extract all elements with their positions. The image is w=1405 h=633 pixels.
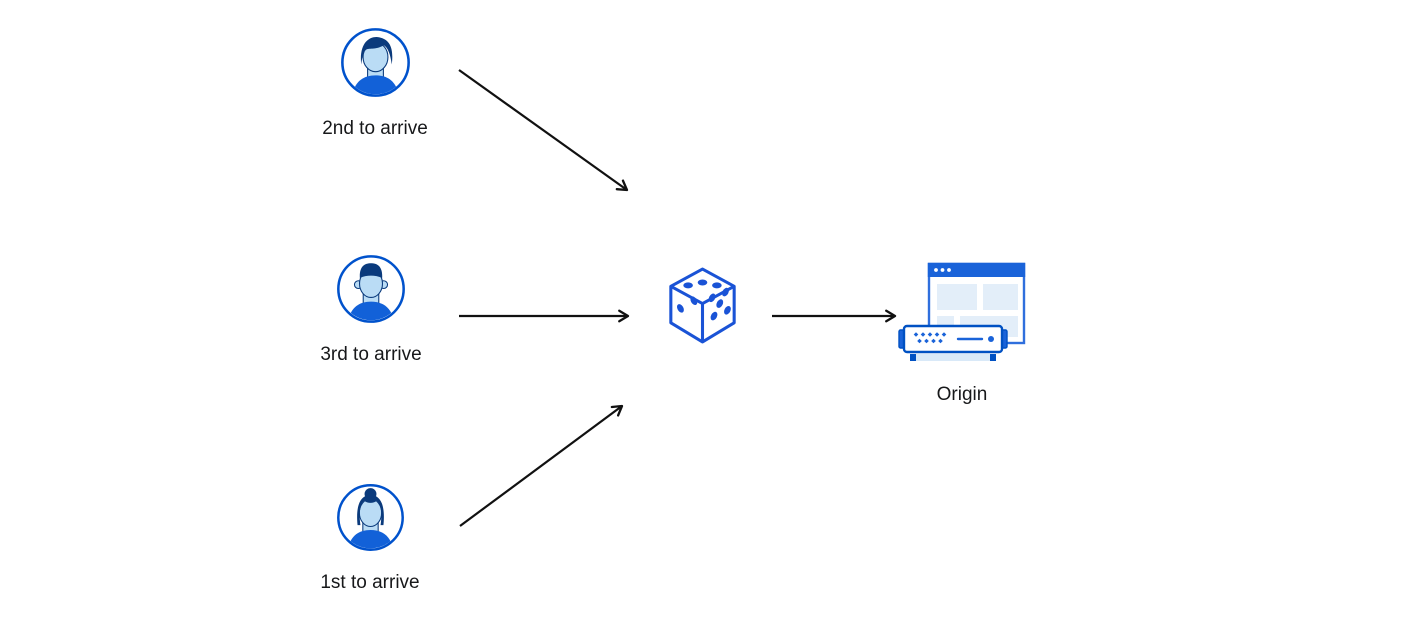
dice-icon (669, 267, 736, 344)
node-label: 3rd to arrive (320, 344, 422, 365)
user-avatar-man-icon (340, 28, 410, 97)
arrow-visitor-1st-to-dice (459, 404, 624, 527)
node-label: 1st to arrive (320, 572, 420, 593)
node-visitor-3rd: 3rd to arrive (296, 254, 446, 366)
arrow-visitor-2nd-to-dice (458, 69, 629, 192)
node-label: Origin (936, 384, 988, 405)
user-avatar-man-icon (337, 255, 405, 323)
user-avatar-woman-icon (336, 484, 404, 551)
origin-server-icon (898, 262, 1026, 361)
node-origin: Origin (896, 262, 1028, 406)
node-visitor-2nd: 2nd to arrive (300, 27, 450, 140)
node-label: 2nd to arrive (322, 118, 428, 139)
node-visitor-1st: 1st to arrive (295, 483, 445, 594)
node-random-selector (667, 265, 738, 346)
